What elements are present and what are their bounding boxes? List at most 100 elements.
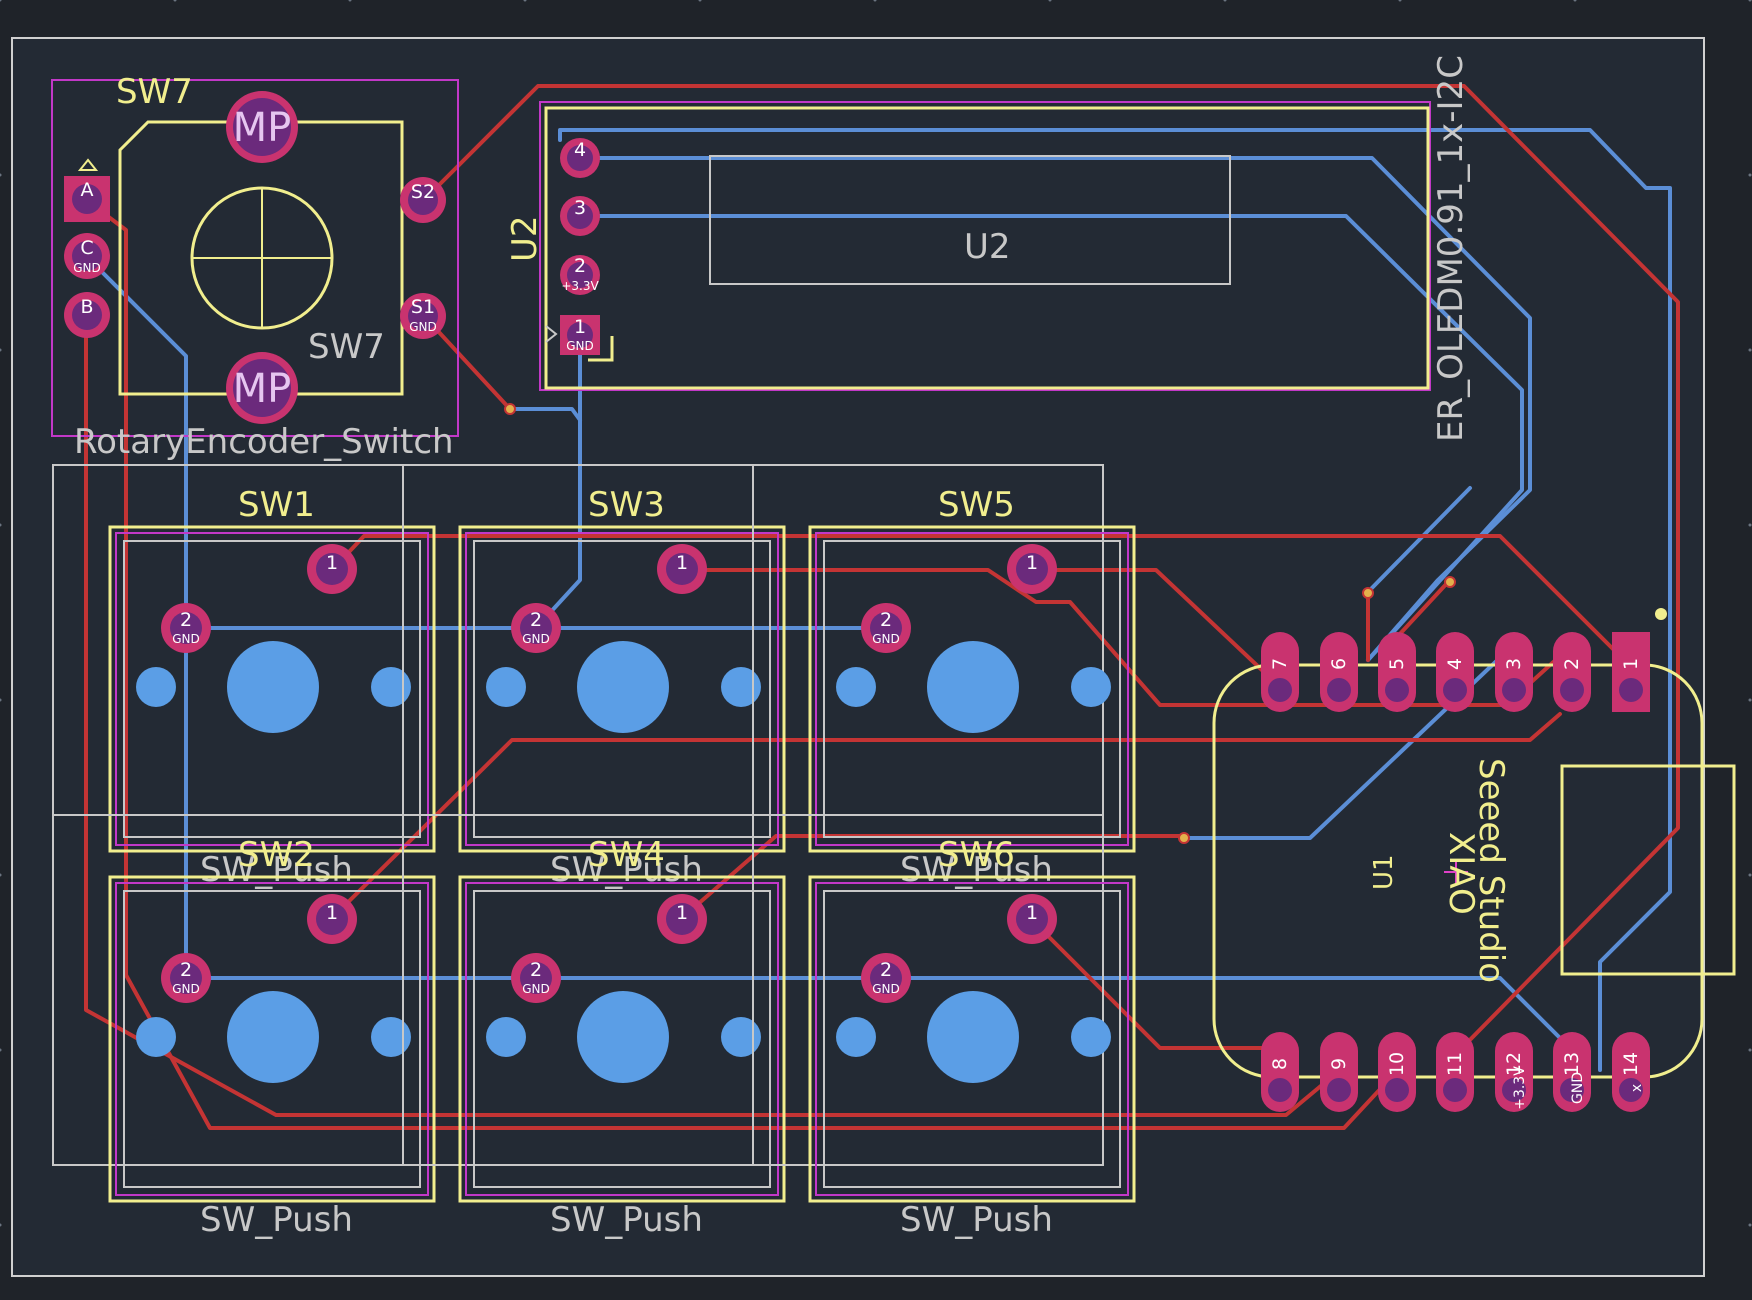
switch-silk-outline bbox=[458, 875, 786, 1203]
xiao-pin-net: +3.3V bbox=[1512, 1066, 1528, 1110]
xiao-pin-num: 11 bbox=[1444, 1052, 1466, 1076]
encoder-hole-a bbox=[72, 184, 102, 214]
switch-body-outline bbox=[473, 540, 771, 838]
encoder-hole-c bbox=[72, 241, 102, 271]
xiao-ref: U1 bbox=[1369, 854, 1399, 890]
encoder-mp-label-bottom: MP bbox=[233, 366, 292, 412]
encoder-pad-b-num: B bbox=[80, 296, 93, 318]
switch-courtyard bbox=[815, 882, 1129, 1196]
switch-pad-2-hole bbox=[520, 612, 552, 644]
switch-pad-1-hole bbox=[666, 553, 698, 585]
switch-pad-2-net: GND bbox=[872, 632, 900, 646]
switch-courtyard bbox=[815, 532, 1129, 846]
track-front-sw2 bbox=[330, 712, 1562, 920]
xiao-pin-top-2[interactable]: 2 bbox=[1553, 632, 1591, 712]
vias[interactable] bbox=[504, 403, 1456, 844]
switch-pad-1-num: 1 bbox=[676, 552, 688, 574]
xiao-pin-bottom-10[interactable]: 10 bbox=[1378, 1032, 1416, 1112]
xiao-pin-top-3[interactable]: 3 bbox=[1495, 632, 1533, 712]
grid-dot bbox=[1223, 0, 1227, 2]
switch-silk-outline bbox=[108, 525, 436, 853]
grid-dot bbox=[1748, 1223, 1752, 1227]
xiao-pin-num: 5 bbox=[1386, 658, 1408, 670]
xiao-value-line1: XIAO bbox=[1441, 832, 1481, 915]
switch-pad-2-num: 2 bbox=[530, 959, 542, 981]
switch-pad-2-net: GND bbox=[872, 982, 900, 996]
xiao-value-line2: Seeed Studio bbox=[1471, 758, 1511, 983]
xiao-pin-bottom-8[interactable]: 8 bbox=[1261, 1032, 1299, 1112]
oled-footprint[interactable]: 4 3 2 +3.3V 1 GND U2 U2 ER_OLEDM0.91_1x-… bbox=[505, 55, 1471, 442]
xiao-pin-num: 14 bbox=[1620, 1052, 1642, 1076]
xiao-pin-num: 4 bbox=[1444, 658, 1466, 670]
oled-silk-outline bbox=[544, 106, 1430, 390]
xiao-pin-num: 9 bbox=[1328, 1058, 1350, 1070]
switch-body-outline bbox=[473, 890, 771, 1188]
xiao-pin-top-1[interactable]: 1 bbox=[1612, 632, 1650, 712]
track-front-via3 bbox=[1396, 578, 1452, 638]
track-back-s1-link bbox=[508, 407, 582, 422]
xiao-pin-bottom-12[interactable]: 12+3.3V bbox=[1495, 1032, 1533, 1112]
switch-ref: SW5 bbox=[938, 485, 1015, 525]
track-back-oled3 bbox=[578, 214, 1524, 662]
switch-pad-2-num: 2 bbox=[180, 609, 192, 631]
xiao-pin-top-4[interactable]: 4 bbox=[1436, 632, 1474, 712]
grid-dot bbox=[1748, 173, 1752, 177]
switch-pad-1-num: 1 bbox=[1026, 552, 1038, 574]
xiao-pin-top-6[interactable]: 6 bbox=[1320, 632, 1358, 712]
switch-peg-hole-left bbox=[136, 667, 176, 707]
oled-ref: U2 bbox=[505, 215, 545, 262]
xiao-pad-hole bbox=[1619, 1078, 1643, 1102]
switch-pad-2-hole bbox=[870, 612, 902, 644]
switch-center-hole bbox=[227, 991, 319, 1083]
grid-dot bbox=[1748, 348, 1752, 352]
switch-pad-2-net: GND bbox=[172, 632, 200, 646]
switch-pad-1-num: 1 bbox=[326, 552, 338, 574]
switch-ref: SW4 bbox=[588, 835, 665, 875]
track-front-sw5 bbox=[1028, 568, 1266, 674]
switch-peg-hole-left bbox=[486, 1017, 526, 1057]
xiao-usb-outline bbox=[1560, 764, 1736, 976]
switch-value: SW_Push bbox=[200, 1200, 353, 1240]
switch-pad-2-num: 2 bbox=[180, 959, 192, 981]
grid-dot bbox=[1748, 523, 1752, 527]
oled-pad-1-net: GND bbox=[566, 339, 594, 353]
xiao-pin-top-7[interactable]: 7 bbox=[1261, 632, 1299, 712]
xiao-pin-bottom-11[interactable]: 11 bbox=[1436, 1032, 1474, 1112]
switch-peg-hole-left bbox=[836, 667, 876, 707]
encoder-hole-s1 bbox=[408, 301, 438, 331]
switch-pad-1-hole bbox=[316, 903, 348, 935]
xiao-pin-num: 7 bbox=[1269, 658, 1291, 670]
xiao-pin-bottom-14[interactable]: 14 x bbox=[1612, 1032, 1650, 1112]
xiao-pad-hole bbox=[1443, 1078, 1467, 1102]
oled-hole-1 bbox=[567, 322, 593, 348]
xiao-pin-num: 13 bbox=[1561, 1052, 1583, 1076]
xiao-pin-bottom-9[interactable]: 9 bbox=[1320, 1032, 1358, 1112]
switch-peg-hole-right bbox=[1071, 667, 1111, 707]
switches[interactable]: 12GNDSW1SW_Push12GNDSW3SW_Push12GNDSW5SW… bbox=[52, 464, 1136, 1240]
encoder-footprint[interactable]: MP MP A C GND B S2 S1 GND SW7 SW7 Rotary… bbox=[51, 72, 459, 462]
xiao-pin-net: x bbox=[1629, 1084, 1645, 1092]
switch-pad-2-num: 2 bbox=[880, 959, 892, 981]
switch-courtyard bbox=[465, 532, 779, 846]
encoder-mp-hole-bottom bbox=[233, 359, 291, 417]
switch-peg-hole-right bbox=[721, 1017, 761, 1057]
switch-silk-outline bbox=[808, 875, 1136, 1203]
xiao-pin-top-5[interactable]: 5 bbox=[1378, 632, 1416, 712]
switch-ref: SW6 bbox=[938, 835, 1015, 875]
switch-pad-2-net: GND bbox=[172, 982, 200, 996]
switch-pad-1-hole bbox=[1016, 903, 1048, 935]
encoder-mp-label-top: MP bbox=[233, 105, 292, 151]
grid-dot bbox=[0, 698, 2, 702]
xiao-pad-hole bbox=[1443, 678, 1467, 702]
switch-center-hole bbox=[577, 641, 669, 733]
xiao-pin-num: 3 bbox=[1503, 658, 1525, 670]
grid-dot bbox=[0, 873, 2, 877]
